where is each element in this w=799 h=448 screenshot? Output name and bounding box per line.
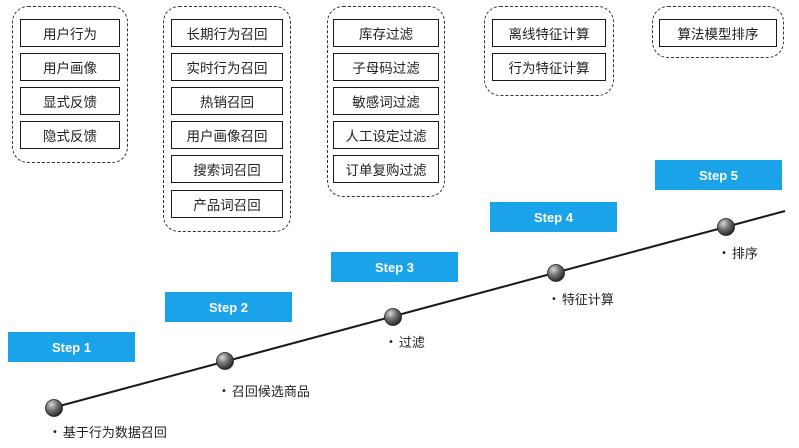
milestone-label-1: • 基于行为数据召回 [52, 422, 167, 441]
group-recall [163, 6, 291, 232]
group-1-item-1: 用户画像 [20, 53, 120, 81]
group-1-item-2: 显式反馈 [20, 87, 120, 115]
milestone-text-4: 特征计算 [561, 293, 614, 308]
milestone-label-4: • 特征计算 [551, 289, 614, 308]
group-4-item-0: 离线特征计算 [492, 19, 606, 47]
step-4-banner: Step 4 [490, 202, 617, 232]
milestone-label-5: • 排序 [721, 243, 758, 262]
step-2-banner: Step 2 [165, 292, 292, 322]
group-1-item-3: 隐式反馈 [20, 121, 120, 149]
milestone-dot-4 [547, 264, 565, 282]
group-2-item-1: 实时行为召回 [171, 53, 283, 81]
group-3-item-4: 订单复购过滤 [333, 155, 439, 183]
bullet-icon: • [551, 294, 557, 305]
milestone-dot-5 [717, 218, 735, 236]
group-3-item-1: 子母码过滤 [333, 53, 439, 81]
group-2-item-4: 搜索词召回 [171, 155, 283, 183]
bullet-icon: • [52, 427, 58, 438]
bullet-icon: • [388, 337, 394, 348]
bullet-icon: • [221, 386, 227, 397]
group-filter [327, 6, 445, 197]
milestone-text-1: 基于行为数据召回 [62, 426, 167, 441]
group-3-item-0: 库存过滤 [333, 19, 439, 47]
milestone-dot-2 [216, 352, 234, 370]
group-1-item-0: 用户行为 [20, 19, 120, 47]
group-2-item-2: 热销召回 [171, 87, 283, 115]
milestone-dot-1 [45, 399, 63, 417]
group-2-item-0: 长期行为召回 [171, 19, 283, 47]
milestone-label-2: • 召回候选商品 [221, 381, 310, 400]
step-1-banner: Step 1 [8, 332, 135, 362]
step-3-banner: Step 3 [331, 252, 458, 282]
milestone-label-3: • 过滤 [388, 332, 425, 351]
bullet-icon: • [721, 248, 727, 259]
group-2-item-5: 产品词召回 [171, 190, 283, 218]
group-3-item-2: 敏感词过滤 [333, 87, 439, 115]
step-5-banner: Step 5 [655, 160, 782, 190]
group-features [484, 6, 614, 96]
group-4-item-1: 行为特征计算 [492, 53, 606, 81]
group-5-item-0: 算法模型排序 [659, 19, 777, 47]
group-2-item-3: 用户画像召回 [171, 121, 283, 149]
group-ranking [652, 6, 784, 58]
milestone-text-5: 排序 [731, 247, 758, 262]
group-3-item-3: 人工设定过滤 [333, 121, 439, 149]
progress-line [51, 210, 786, 409]
milestone-text-2: 召回候选商品 [231, 385, 310, 400]
group-input-data [12, 6, 128, 163]
milestone-dot-3 [384, 308, 402, 326]
milestone-text-3: 过滤 [398, 336, 425, 351]
